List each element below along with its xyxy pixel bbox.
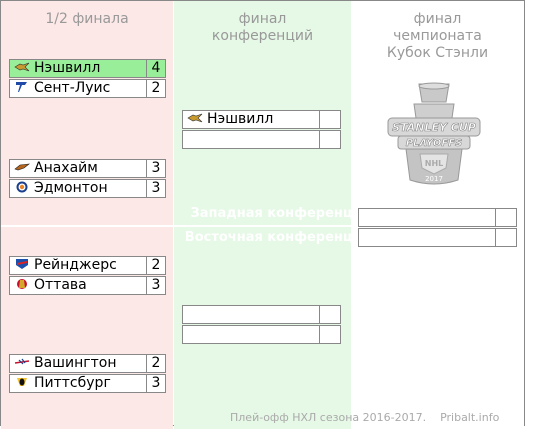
- team-score: [319, 111, 340, 128]
- predators-logo-icon: [14, 62, 30, 72]
- team-name: Нэшвилл: [14, 60, 100, 77]
- team-name: Нэшвилл: [187, 111, 273, 128]
- final-header: финал чемпионата Кубок Стэнли: [386, 11, 489, 61]
- team-name: Эдмонтон: [14, 180, 108, 197]
- team-score: 2: [146, 257, 165, 274]
- team-row[interactable]: Питтсбург 3: [9, 374, 166, 393]
- penguins-logo-icon: [17, 378, 27, 386]
- predators-logo-icon: [187, 113, 203, 123]
- conference-final-header: финал конференций: [211, 11, 314, 44]
- team-row[interactable]: Вашингтон 2: [9, 354, 166, 373]
- team-row[interactable]: Эдмонтон 3: [9, 179, 166, 198]
- svg-text:NHL: NHL: [425, 159, 444, 168]
- empty-slot: [182, 305, 341, 324]
- stanley-cup-playoffs-logo: STANLEY CUP PLAYOFFS NHL 2017: [387, 82, 481, 185]
- team-name: Сент-Луис: [14, 80, 110, 97]
- senators-logo-icon: [17, 279, 27, 289]
- team-row[interactable]: Нэшвилл 4: [9, 59, 166, 78]
- team-row[interactable]: Нэшвилл: [182, 110, 341, 129]
- empty-slot: [182, 325, 341, 344]
- team-score: 2: [146, 80, 165, 97]
- logo-year: 2017: [425, 175, 443, 183]
- team-score: 3: [146, 180, 165, 197]
- team-row[interactable]: Анахайм 3: [9, 159, 166, 178]
- team-score: 4: [146, 60, 165, 77]
- semifinal-header: 1/2 финала: [45, 11, 129, 27]
- team-name: Вашингтон: [14, 355, 116, 372]
- team-row[interactable]: Рейнджерс 2: [9, 256, 166, 275]
- footer-caption: Плей-офф НХЛ сезона 2016-2017. Pribalt.i…: [230, 411, 500, 424]
- logo-text-line1: STANLEY CUP: [392, 121, 476, 134]
- empty-slot: [358, 208, 517, 227]
- team-score: 2: [146, 355, 165, 372]
- team-name: Рейнджерс: [14, 257, 117, 274]
- team-row[interactable]: Сент-Луис 2: [9, 79, 166, 98]
- team-score: 3: [146, 160, 165, 177]
- capitals-logo-icon: [14, 358, 30, 365]
- team-score: 3: [146, 277, 165, 294]
- rangers-logo-icon: [16, 259, 28, 269]
- team-score: 3: [146, 375, 165, 392]
- oilers-logo-icon: [16, 181, 28, 193]
- empty-slot: [358, 228, 517, 247]
- ducks-logo-icon: [14, 163, 30, 171]
- conference-final-column: финал конференций: [174, 1, 351, 429]
- empty-slot: [182, 130, 341, 149]
- team-name: Анахайм: [14, 160, 98, 177]
- logo-text-line2: PLAYOFFS: [406, 138, 463, 149]
- blues-logo-icon: [16, 82, 27, 92]
- team-name: Питтсбург: [14, 375, 111, 392]
- conference-divider: [1, 225, 351, 227]
- team-row[interactable]: Оттава 3: [9, 276, 166, 295]
- west-conference-label: Западная конференция: [190, 206, 370, 221]
- team-name: Оттава: [14, 277, 87, 294]
- east-conference-label: Восточная конференция: [184, 230, 370, 245]
